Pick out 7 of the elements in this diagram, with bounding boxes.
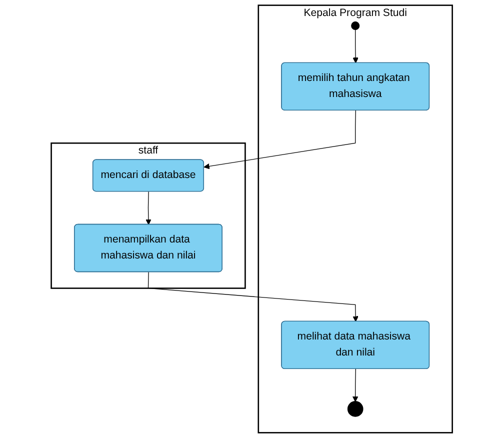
node-circle xyxy=(350,21,360,30)
arrow xyxy=(145,191,152,225)
node-circle xyxy=(347,401,363,417)
arrow xyxy=(148,272,358,322)
arrow xyxy=(203,110,356,170)
arrow xyxy=(352,368,358,402)
arrow xyxy=(352,29,358,64)
